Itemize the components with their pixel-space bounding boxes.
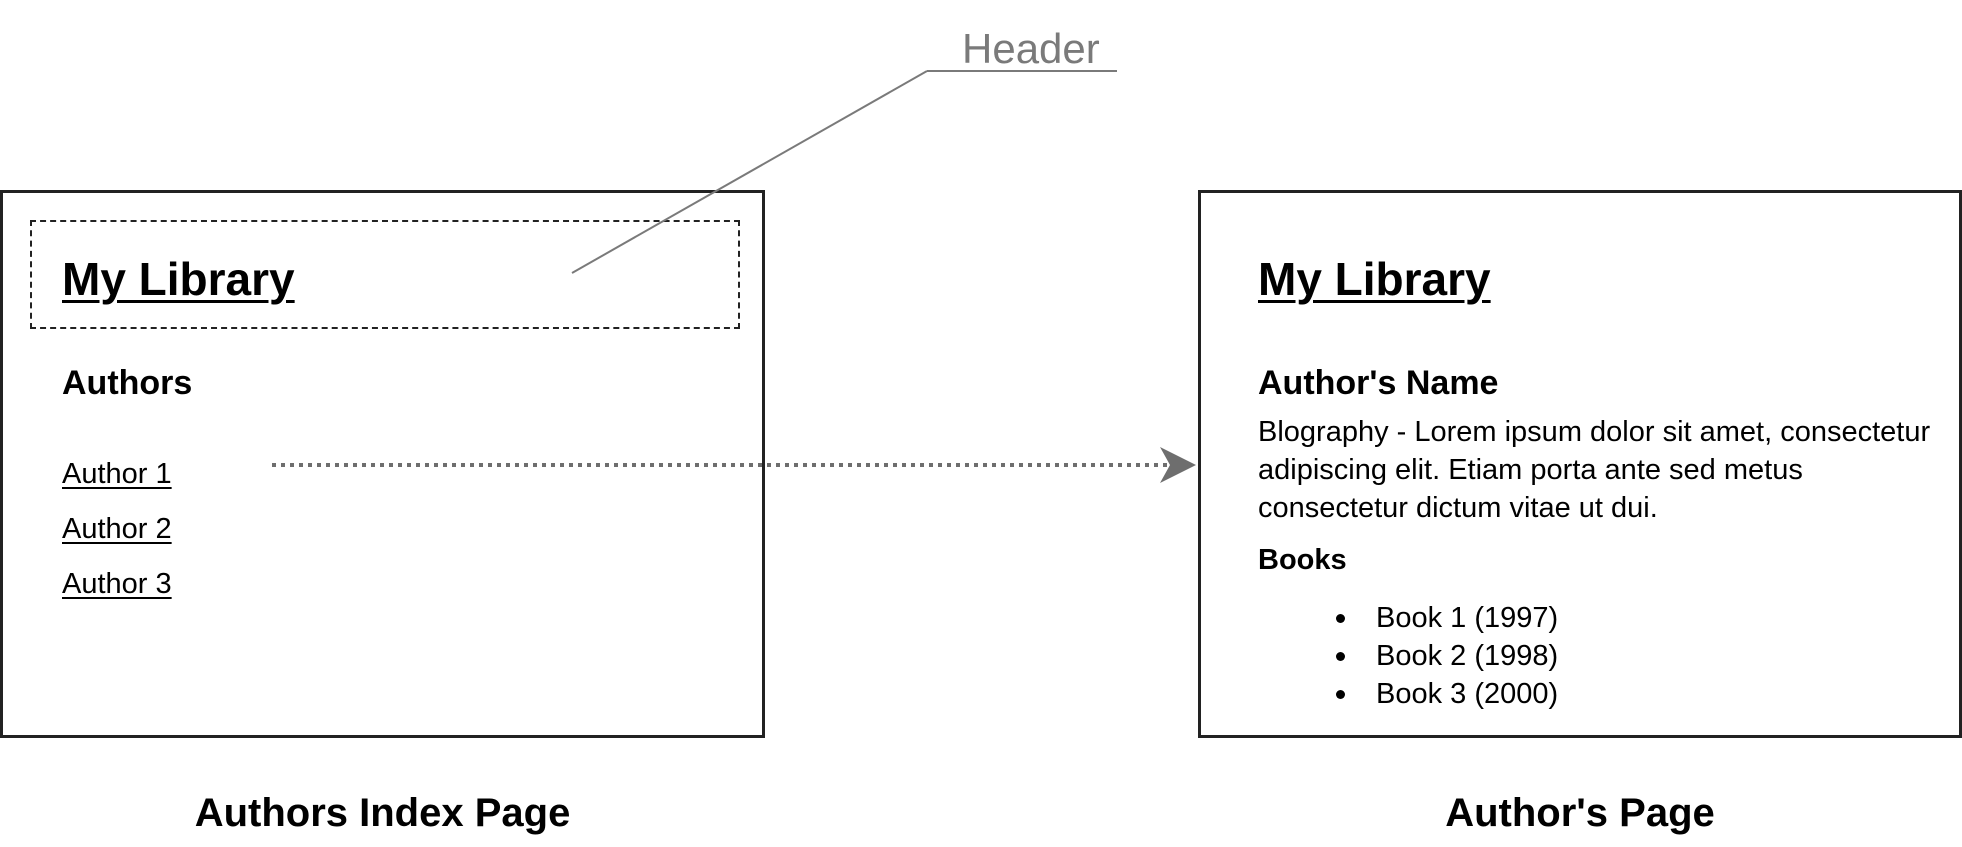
authors-heading: Authors — [62, 364, 193, 402]
site-title: My Library — [62, 253, 295, 305]
book-title: Book 2 (1998) — [1376, 640, 1559, 672]
list-item: Book 1 (1997) — [1336, 599, 1559, 637]
list-item: Book 2 (1998) — [1336, 637, 1559, 675]
bullet-icon — [1336, 652, 1345, 661]
author-name-heading: Author's Name — [1258, 364, 1499, 402]
book-title: Book 1 (1997) — [1376, 602, 1559, 634]
list-item: Author 2 — [62, 502, 172, 557]
header-region-outline — [30, 220, 740, 329]
header-callout-label: Header — [962, 25, 1100, 72]
navigation-arrowhead — [1160, 447, 1196, 483]
author-page-frame: My Library Author's Name Blography - Lor… — [1198, 190, 1962, 738]
author-biography: Blography - Lorem ipsum dolor sit amet, … — [1258, 416, 1931, 524]
site-title: My Library — [1258, 253, 1491, 305]
author-link-2[interactable]: Author 2 — [62, 513, 172, 545]
author-page-caption: Author's Page — [1445, 791, 1715, 835]
bullet-icon — [1336, 614, 1345, 623]
books-heading: Books — [1258, 544, 1347, 576]
author-list: Author 1 Author 2 Author 3 — [62, 447, 172, 612]
list-item: Author 3 — [62, 557, 172, 612]
bullet-icon — [1336, 690, 1345, 699]
authors-index-page-frame: My Library Authors Author 1 Author 2 Aut… — [0, 190, 765, 738]
list-item: Author 1 — [62, 447, 172, 502]
list-item: Book 3 (2000) — [1336, 675, 1559, 713]
authors-index-page-caption: Authors Index Page — [194, 791, 571, 835]
book-title: Book 3 (2000) — [1376, 678, 1559, 710]
book-list: Book 1 (1997) Book 2 (1998) Book 3 (2000… — [1336, 599, 1559, 713]
author-link-1[interactable]: Author 1 — [62, 458, 172, 490]
author-link-3[interactable]: Author 3 — [62, 568, 172, 600]
